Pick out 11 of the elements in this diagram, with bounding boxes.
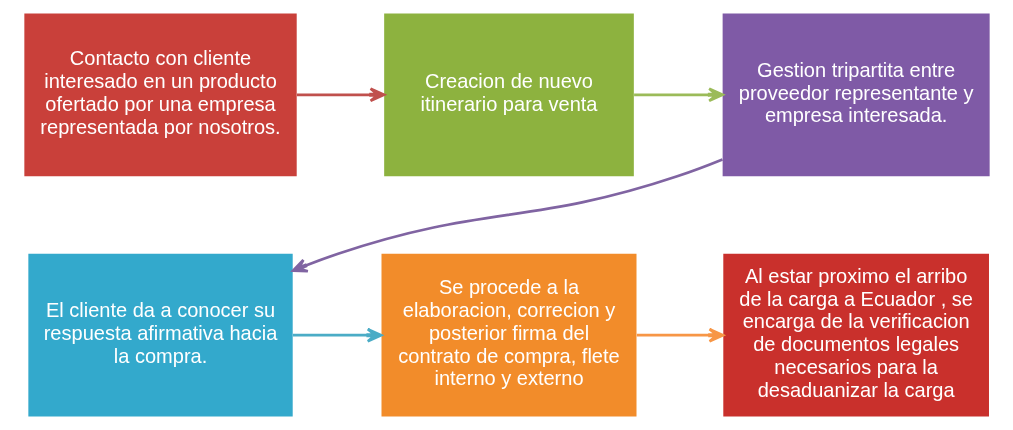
- node-box: Se procede a la elaboracion, correcion y posterior firma del contrato de compra, flete interno y externo: [381, 253, 636, 417]
- arrow: [296, 87, 385, 103]
- node-box: Contacto con cliente interesado en un producto ofertado por una empresa representada por nosotros.: [23, 13, 297, 177]
- arrow: [633, 87, 724, 103]
- node-box: Creacion de nuevo itinerario para venta: [383, 13, 634, 177]
- arrow: [636, 327, 724, 343]
- node-box: Gestion tripartita entre proveedor representante y empresa interesada.: [722, 13, 990, 177]
- arrow: [292, 327, 382, 343]
- node-box: Al estar proximo el arribo de la carga a Ecuador , se encarga de la verificacion de documentos legales necesarios para la desaduanizar la carga: [722, 253, 989, 417]
- node-box: El cliente da a conocer su respuesta afirmativa hacia la compra.: [27, 253, 293, 417]
- arrow: [291, 158, 723, 273]
